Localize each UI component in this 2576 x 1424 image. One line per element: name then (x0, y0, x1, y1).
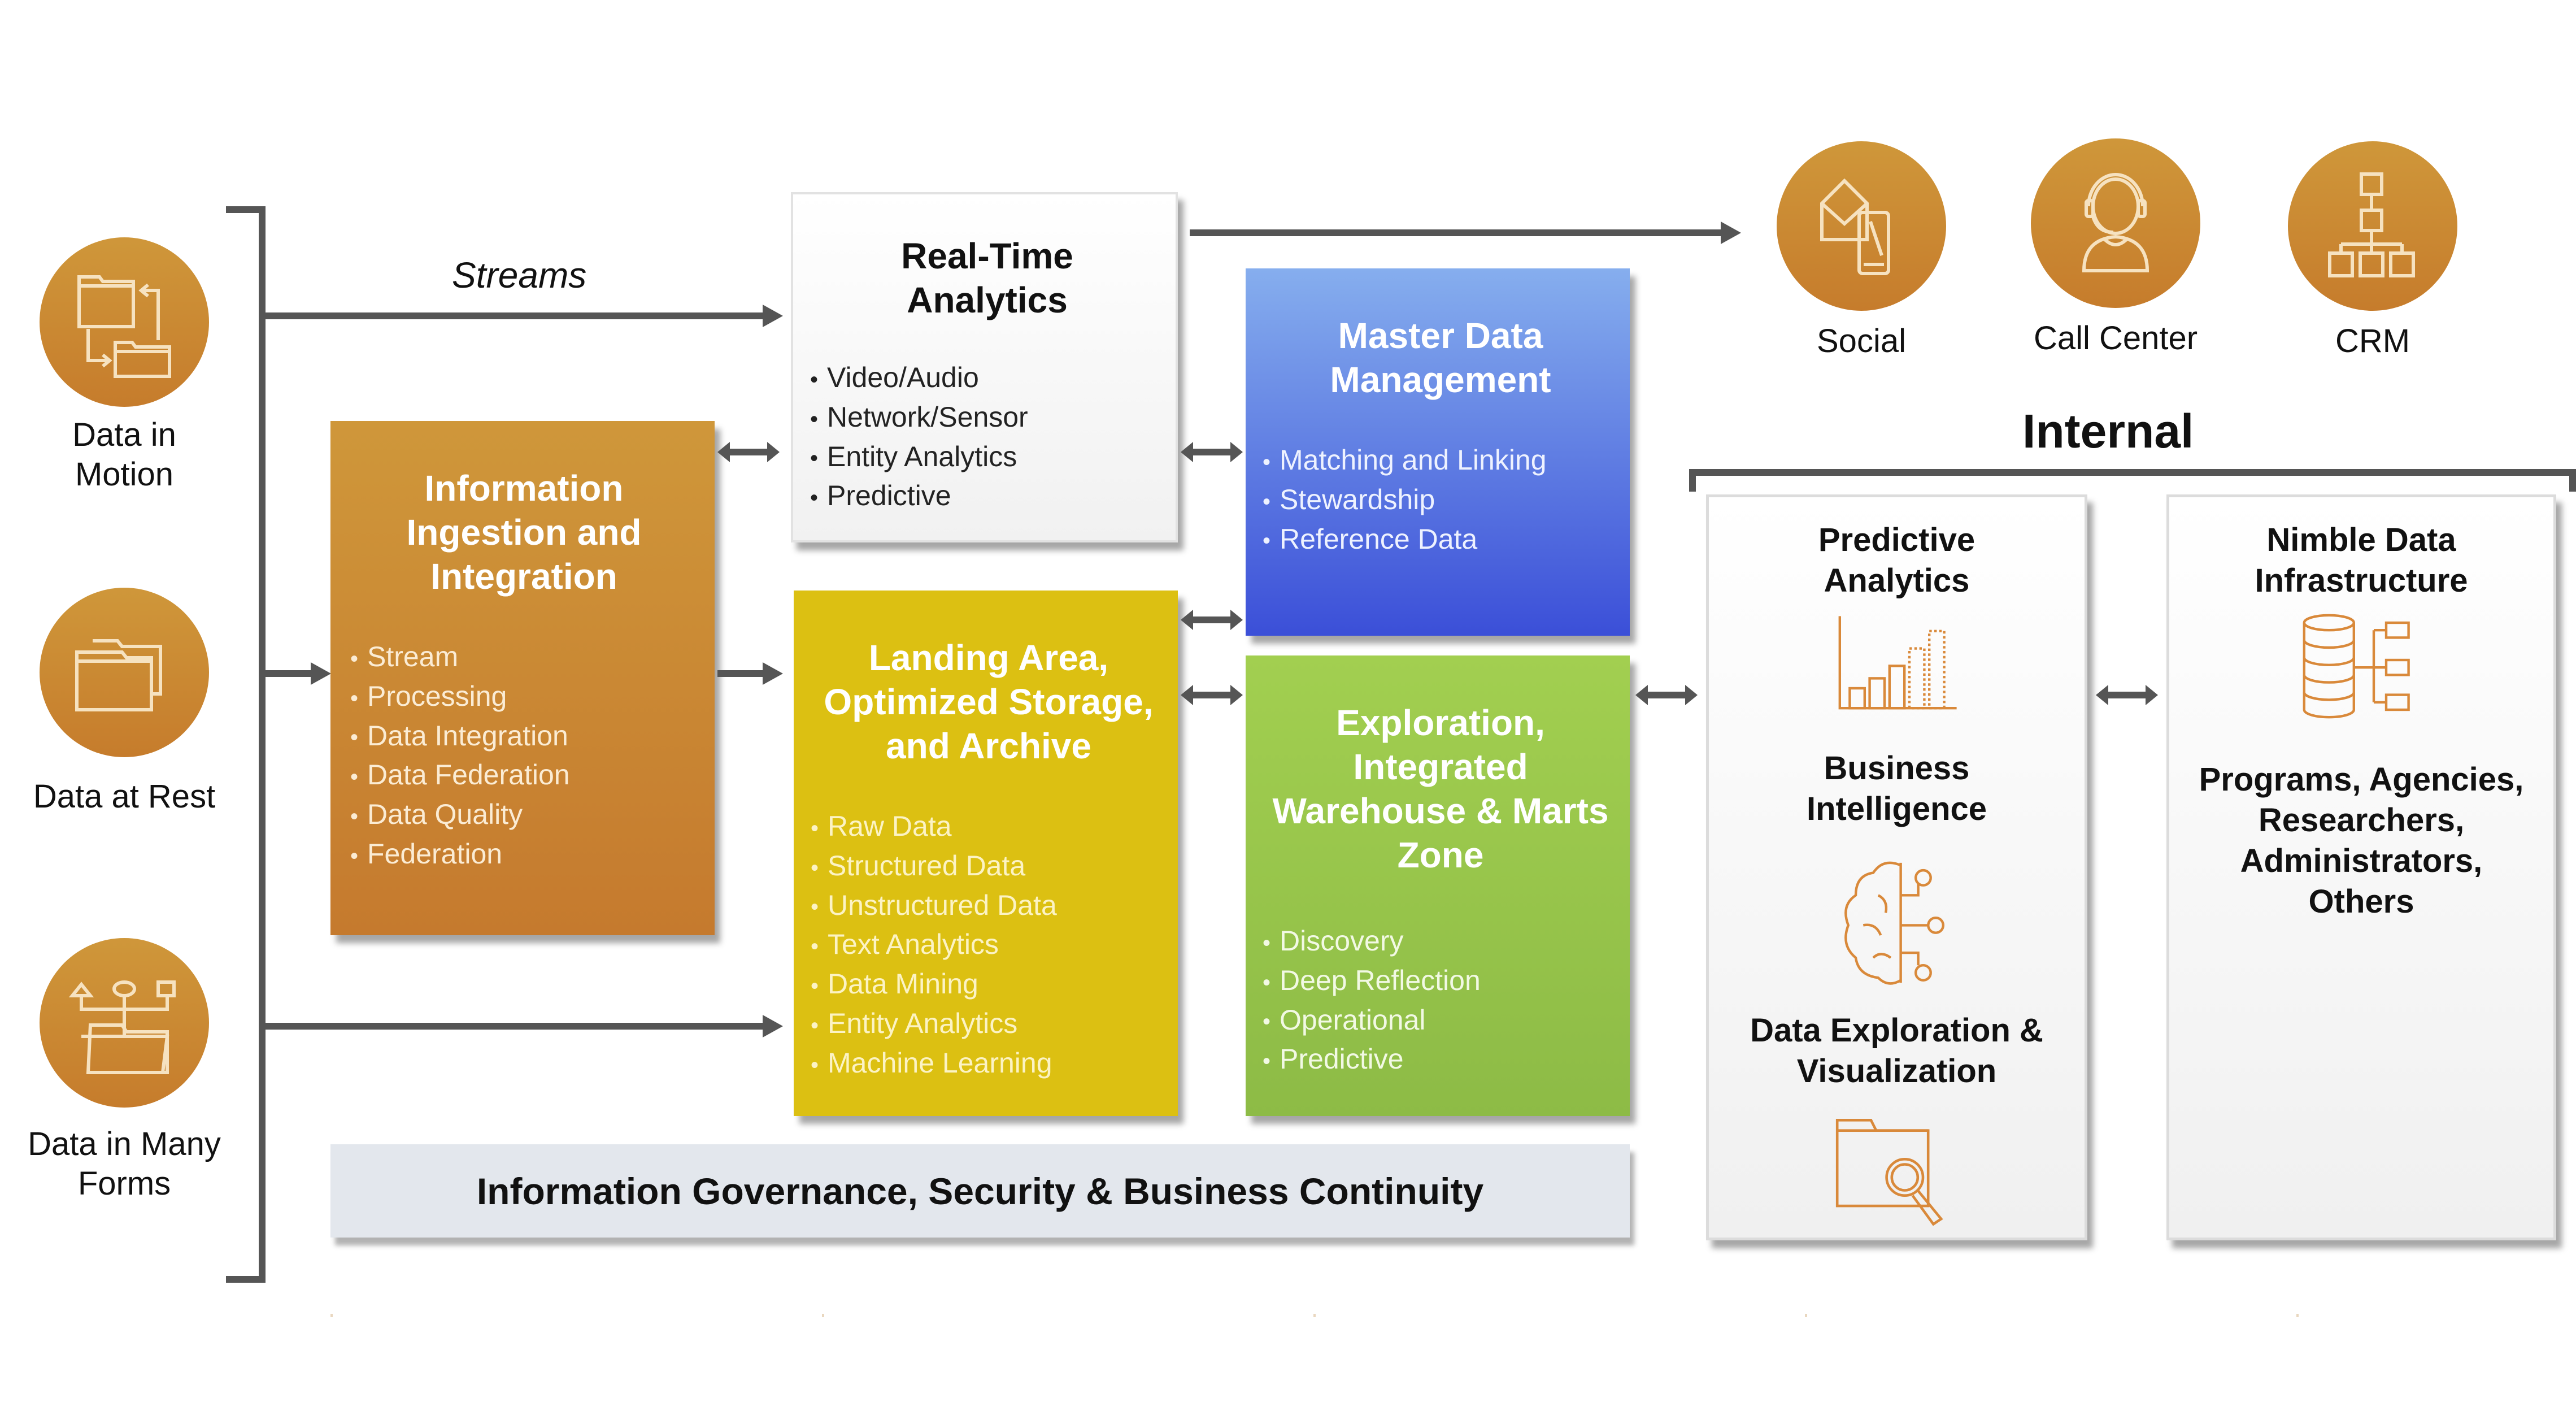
business-intelligence-title: Business Intelligence (1806, 750, 1987, 827)
list-item: Text Analytics (811, 926, 1167, 965)
realtime-title: Real-Time Analytics (901, 236, 1073, 320)
external-callcenter-circle (2031, 138, 2200, 308)
ingestion-list: Stream Processing Data Integration Data … (350, 638, 698, 875)
list-item: Entity Analytics (811, 1005, 1167, 1044)
streams-arrow (266, 312, 763, 319)
list-item: Machine Learning (811, 1044, 1167, 1084)
external-label: Social (1817, 323, 1906, 359)
infra-audience: Programs, Agencies, Researchers, Adminis… (2199, 761, 2524, 920)
landing-exploration-double-arrow (1181, 685, 1243, 705)
list-item: Video/Audio (810, 359, 1164, 398)
analytics-infra-double-arrow (2096, 685, 2158, 705)
landing-list: Raw Data Structured Data Unstructured Da… (811, 807, 1167, 1084)
list-item: Raw Data (811, 807, 1167, 847)
folder-search-icon (1835, 1119, 1943, 1226)
predictive-analytics-title: Predictive Analytics (1818, 522, 1975, 599)
list-item: Stream (350, 638, 698, 678)
many-forms-arrow (266, 1023, 763, 1030)
bottom-divider (330, 1314, 2308, 1317)
list-item: Unstructured Data (811, 887, 1167, 926)
realtime-box: Real-Time Analytics Video/Audio Network/… (791, 192, 1178, 542)
list-item: Data Mining (811, 965, 1167, 1005)
list-item: Data Quality (350, 796, 698, 835)
infra-title: Nimble Data Infrastructure (2255, 522, 2468, 599)
exploration-box: Exploration, Integrated Warehouse & Mart… (1246, 655, 1630, 1116)
source-label: Data at Rest (33, 778, 216, 815)
list-item: Data Federation (350, 756, 698, 796)
arrowhead (1721, 222, 1741, 244)
external-crm-circle (2288, 141, 2457, 311)
list-item: Matching and Linking (1263, 441, 1618, 481)
social-mail-phone-icon (1820, 178, 1890, 275)
arrowhead (763, 305, 783, 327)
list-item: Federation (350, 835, 698, 875)
list-item: Structured Data (811, 847, 1167, 887)
source-data-at-rest-circle (40, 588, 209, 757)
external-label: CRM (2335, 323, 2410, 359)
internal-label: Internal (2022, 405, 2194, 458)
source-data-many-forms-circle (40, 938, 209, 1108)
exploration-list: Discovery Deep Reflection Operational Pr… (1263, 922, 1618, 1080)
source-data-in-motion-circle (40, 237, 209, 407)
landing-box: Landing Area, Optimized Storage, and Arc… (794, 591, 1178, 1116)
arrowhead (763, 1015, 783, 1037)
realtime-mdm-double-arrow (1181, 442, 1243, 462)
ingestion-box: Information Ingestion and Integration St… (330, 421, 715, 935)
list-item: Reference Data (1263, 520, 1618, 560)
arrowhead (311, 662, 331, 685)
landing-title: Landing Area, Optimized Storage, and Arc… (824, 637, 1154, 766)
data-exploration-title: Data Exploration & Visualization (1750, 1012, 2043, 1089)
realtime-list: Video/Audio Network/Sensor Entity Analyt… (810, 359, 1164, 516)
source-label: Data in Motion (72, 416, 176, 493)
list-item: Data Integration (350, 717, 698, 757)
streams-label: Streams (452, 255, 587, 296)
landing-mdm-double-arrow (1181, 610, 1243, 630)
org-chart-icon (2328, 172, 2415, 277)
sources-bracket (226, 206, 266, 1283)
list-item: Entity Analytics (810, 438, 1164, 477)
list-item: Operational (1263, 1001, 1618, 1041)
external-social-circle (1777, 141, 1946, 311)
realtime-to-external-arrow (1190, 229, 1721, 236)
infra-panel: Nimble Data Infrastructure Programs, Age… (2166, 494, 2556, 1240)
list-item: Discovery (1263, 922, 1618, 962)
external-label: Call Center (2033, 320, 2198, 357)
bar-chart-icon (1838, 616, 1957, 710)
ingestion-title: Information Ingestion and Integration (406, 468, 642, 597)
mdm-box: Master Data Management Matching and Link… (1246, 268, 1630, 636)
list-item: Network/Sensor (810, 398, 1164, 438)
rest-arrow (266, 670, 311, 677)
folder-shapes-icon (68, 980, 176, 1074)
folders-stack-icon (75, 639, 162, 711)
ingestion-to-landing-arrow (717, 670, 763, 677)
list-item: Predictive (1263, 1040, 1618, 1080)
source-label: Data in Many Forms (28, 1126, 221, 1202)
headset-agent-icon (2082, 173, 2149, 272)
internal-bracket (1689, 469, 2576, 492)
analytics-panel: Predictive Analytics Business Intelligen… (1706, 494, 2087, 1240)
arrowhead (763, 662, 783, 685)
database-tree-icon (2303, 614, 2410, 719)
list-item: Stewardship (1263, 481, 1618, 520)
list-item: Predictive (810, 477, 1164, 516)
list-item: Deep Reflection (1263, 962, 1618, 1001)
brain-circuit-icon (1844, 861, 1944, 985)
folders-transfer-icon (77, 275, 171, 378)
governance-label: Information Governance, Security & Busin… (476, 1170, 1484, 1212)
ingestion-realtime-double-arrow (717, 442, 780, 462)
exploration-analytics-double-arrow (1635, 685, 1698, 705)
exploration-title: Exploration, Integrated Warehouse & Mart… (1272, 702, 1609, 875)
mdm-list: Matching and Linking Stewardship Referen… (1263, 441, 1618, 559)
governance-bar: Information Governance, Security & Busin… (330, 1144, 1630, 1238)
mdm-title: Master Data Management (1330, 315, 1551, 400)
list-item: Processing (350, 678, 698, 717)
